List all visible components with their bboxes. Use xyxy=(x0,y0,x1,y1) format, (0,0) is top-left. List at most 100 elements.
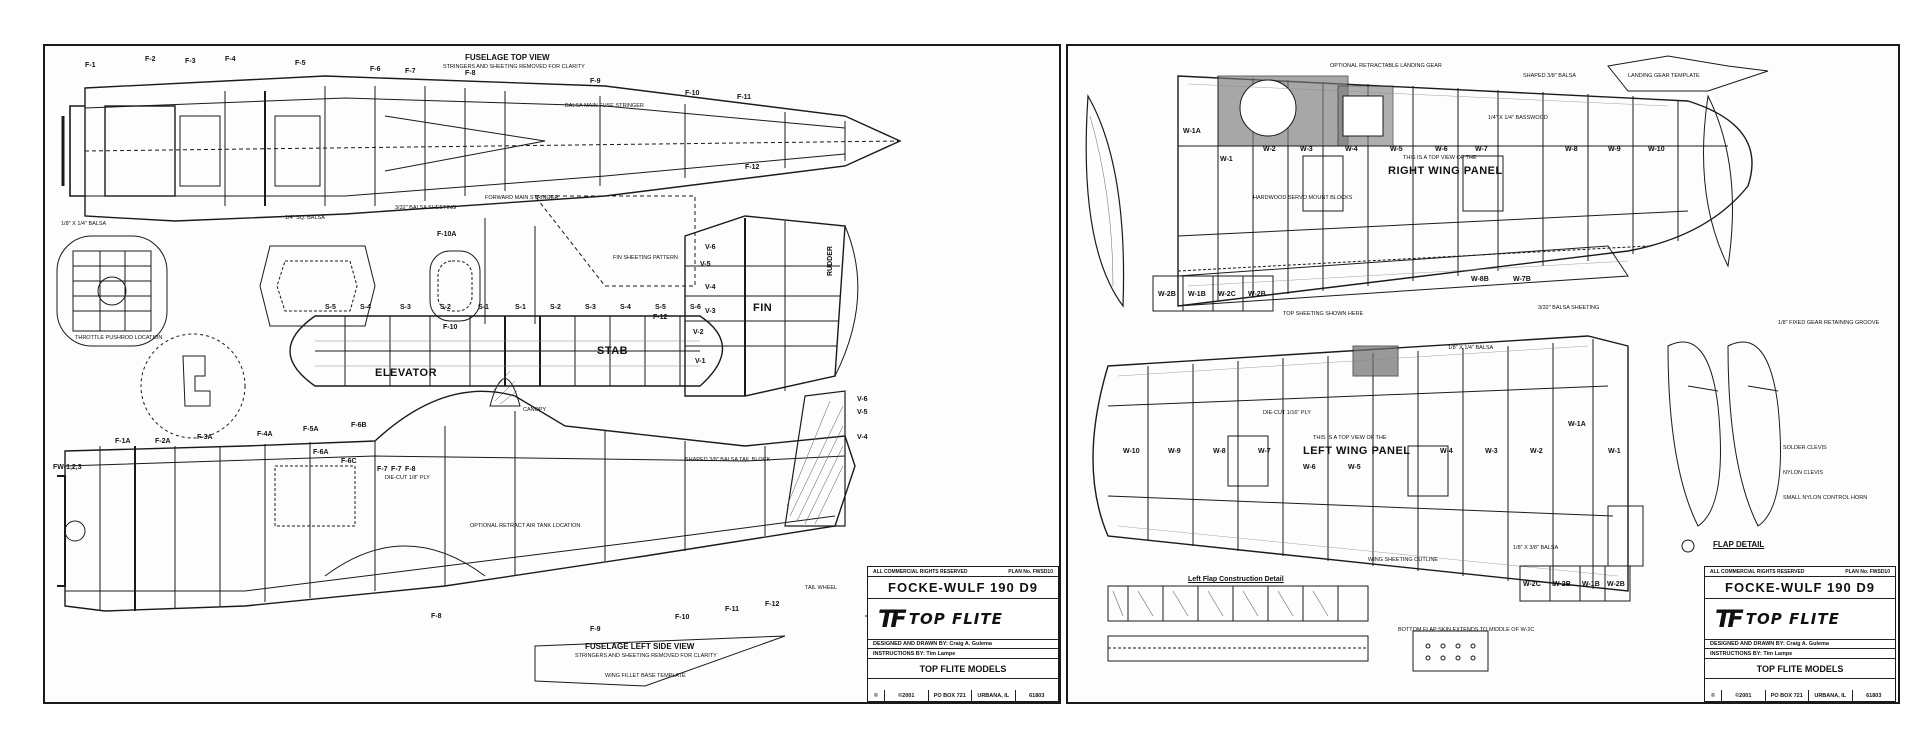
company-name: TOP FLITE MODELS xyxy=(868,659,1058,679)
cockpit-former-label: F-10A xyxy=(437,231,457,238)
left-wing-title: LEFT WING PANEL xyxy=(1303,445,1411,457)
side-former: F-5A xyxy=(303,426,319,433)
copyright-mark: © xyxy=(868,690,885,701)
copyright-year: ©2001 xyxy=(1722,690,1766,701)
side-former: F-8 xyxy=(431,613,442,620)
spinner-template xyxy=(140,333,246,439)
side-former: F-6A xyxy=(313,449,329,456)
wing-rib: W-5 xyxy=(1390,146,1403,153)
rights-text: ALL COMMERCIAL RIGHTS RESERVED xyxy=(873,568,968,575)
stab-rib: S-5 xyxy=(655,304,666,311)
left-wing-note: THIS IS A TOP VIEW OF THE xyxy=(1313,435,1387,441)
wing-note: 3/32" BALSA SHEETING xyxy=(1538,305,1600,311)
wing-note: 1/8" X 1/4" BALSA xyxy=(1448,345,1494,351)
plan-number: PLAN No. FWSD10 xyxy=(1845,568,1890,575)
wing-rib: W-1 xyxy=(1608,448,1621,455)
wing-tail-rib: W-1B xyxy=(1188,291,1206,298)
plan-note: TAIL WHEEL xyxy=(805,585,838,591)
wing-rib: W-5 xyxy=(1348,464,1361,471)
address: PO BOX 721 xyxy=(1766,690,1809,701)
wing-note: TOP SHEETING SHOWN HERE xyxy=(1283,311,1364,317)
brand-logo: TF TOP FLITE xyxy=(1715,605,1840,633)
wing-tail-rib: W-2C xyxy=(1218,291,1236,298)
wing-tail-rib: W-7B xyxy=(1513,276,1531,283)
wing-note: BOTTOM FLAP SKIN EXTENDS TO MIDDLE OF W-… xyxy=(1398,627,1535,633)
flap-construction-title: Left Flap Construction Detail xyxy=(1188,576,1284,583)
stab-rib: S-3 xyxy=(400,304,411,311)
wing-plan-sheet: RIGHT WING PANEL THIS IS A TOP VIEW OF T… xyxy=(1066,44,1900,704)
plan-note: 1/4" SQ. BALSA xyxy=(285,215,325,221)
brand-logo: TF TOP FLITE xyxy=(878,605,1003,633)
plan-title: FOCKE-WULF 190 D9 xyxy=(868,577,1058,599)
stab-outline xyxy=(289,315,724,387)
wing-rib: W-9 xyxy=(1608,146,1621,153)
wing-rib: W-10 xyxy=(1648,146,1665,153)
wing-rib: W-10 xyxy=(1123,448,1140,455)
wing-note: SOLDER CLEVIS xyxy=(1783,445,1827,451)
plan-note: BALSA MAIN FUSE STRINGER xyxy=(565,103,644,109)
wing-note: DIE-CUT 1/16" PLY xyxy=(1263,410,1311,416)
fin-rib: F-12 xyxy=(653,314,668,321)
designer-line: DESIGNED AND DRAWN BY: Craig A. Gulema xyxy=(868,639,1058,649)
wing-tail-rib: W-2C xyxy=(1523,581,1541,588)
former-label: F-12 xyxy=(745,164,760,171)
left-wing-outline xyxy=(1092,335,1629,592)
former-label: F-6 xyxy=(370,66,381,73)
flap-detail-title: FLAP DETAIL xyxy=(1713,540,1765,549)
side-former: F-6B xyxy=(351,422,367,429)
rights-text: ALL COMMERCIAL RIGHTS RESERVED xyxy=(1710,568,1805,575)
top-view-note: STRINGERS AND SHEETING REMOVED FOR CLARI… xyxy=(443,64,585,70)
former-label: F-4 xyxy=(225,56,236,63)
plan-note: 1/8" X 1/4" BALSA xyxy=(61,221,107,227)
title-block-footer: © ©2001 PO BOX 721 URBANA, IL 61803 xyxy=(1705,690,1895,701)
wing-note: SHAPED 3/8" BALSA xyxy=(1523,73,1577,79)
stab-rib: S-4 xyxy=(360,304,371,311)
former-label: F-11 xyxy=(737,94,752,101)
stab-rib: S-1 xyxy=(515,304,526,311)
side-former: F-2A xyxy=(155,438,171,445)
fillet-note: WING FILLET BASE TEMPLATE xyxy=(605,673,686,679)
side-former: F-10 xyxy=(675,614,690,621)
side-former: F-9 xyxy=(590,626,601,633)
fin-rib: V-4 xyxy=(705,284,716,291)
title-block: ALL COMMERCIAL RIGHTS RESERVED PLAN No. … xyxy=(1704,566,1896,702)
brand-name: TOP FLITE xyxy=(908,610,1003,628)
stab-rib: S-6 xyxy=(690,304,701,311)
plan-note: SHAPED 3/8" BALSA TAIL BLOCK xyxy=(685,457,771,463)
top-view-title: FUSELAGE TOP VIEW xyxy=(465,53,550,62)
wing-rib: W-3 xyxy=(1300,146,1313,153)
plan-note: 3/32" BALSA SHEETING xyxy=(395,205,457,211)
wing-rib: W-4 xyxy=(1440,448,1453,455)
former-label: F-10 xyxy=(685,90,700,97)
former-f2-section xyxy=(56,235,168,347)
side-view-title: FUSELAGE LEFT SIDE VIEW xyxy=(585,642,695,651)
tf-logo-icon: TF xyxy=(1715,605,1744,633)
fin-rib: V-6 xyxy=(705,244,716,251)
side-former: FW-1,2,3 xyxy=(53,464,82,471)
wing-rib: W-1 xyxy=(1220,156,1233,163)
side-former: F-1A xyxy=(115,438,131,445)
plan-title: FOCKE-WULF 190 D9 xyxy=(1705,577,1895,599)
side-label: F-7 xyxy=(391,466,402,473)
fin-rib: V-2 xyxy=(693,329,704,336)
side-view-note: STRINGERS AND SHEETING REMOVED FOR CLARI… xyxy=(575,653,717,659)
tf-logo-icon: TF xyxy=(878,605,907,633)
former-label: F-3 xyxy=(185,58,196,65)
fin-rib: V-5 xyxy=(857,409,868,416)
plan-note: DIE-CUT 1/8" PLY xyxy=(385,475,430,481)
stab-rib: S-2 xyxy=(440,304,451,311)
copyright-mark: © xyxy=(1705,690,1722,701)
side-former: F-11 xyxy=(725,606,740,613)
plan-note: CANOPY xyxy=(523,407,547,413)
wing-note: 1/8" X 3/8" BALSA xyxy=(1513,545,1559,551)
wing-rib: W-2 xyxy=(1530,448,1543,455)
wing-tail-rib: W-2B xyxy=(1248,291,1266,298)
title-block-footer: © ©2001 PO BOX 721 URBANA, IL 61803 xyxy=(868,690,1058,701)
address: PO BOX 721 xyxy=(929,690,972,701)
wing-note: HARDWOOD SERVO MOUNT BLOCKS xyxy=(1253,195,1353,201)
plan-number: PLAN No. FWSD10 xyxy=(1008,568,1053,575)
side-label: F-8 xyxy=(405,466,416,473)
fin-outline xyxy=(684,215,859,397)
right-wing-note: THIS IS A TOP VIEW OF THE xyxy=(1403,155,1477,161)
fin-rib: V-1 xyxy=(695,358,706,365)
